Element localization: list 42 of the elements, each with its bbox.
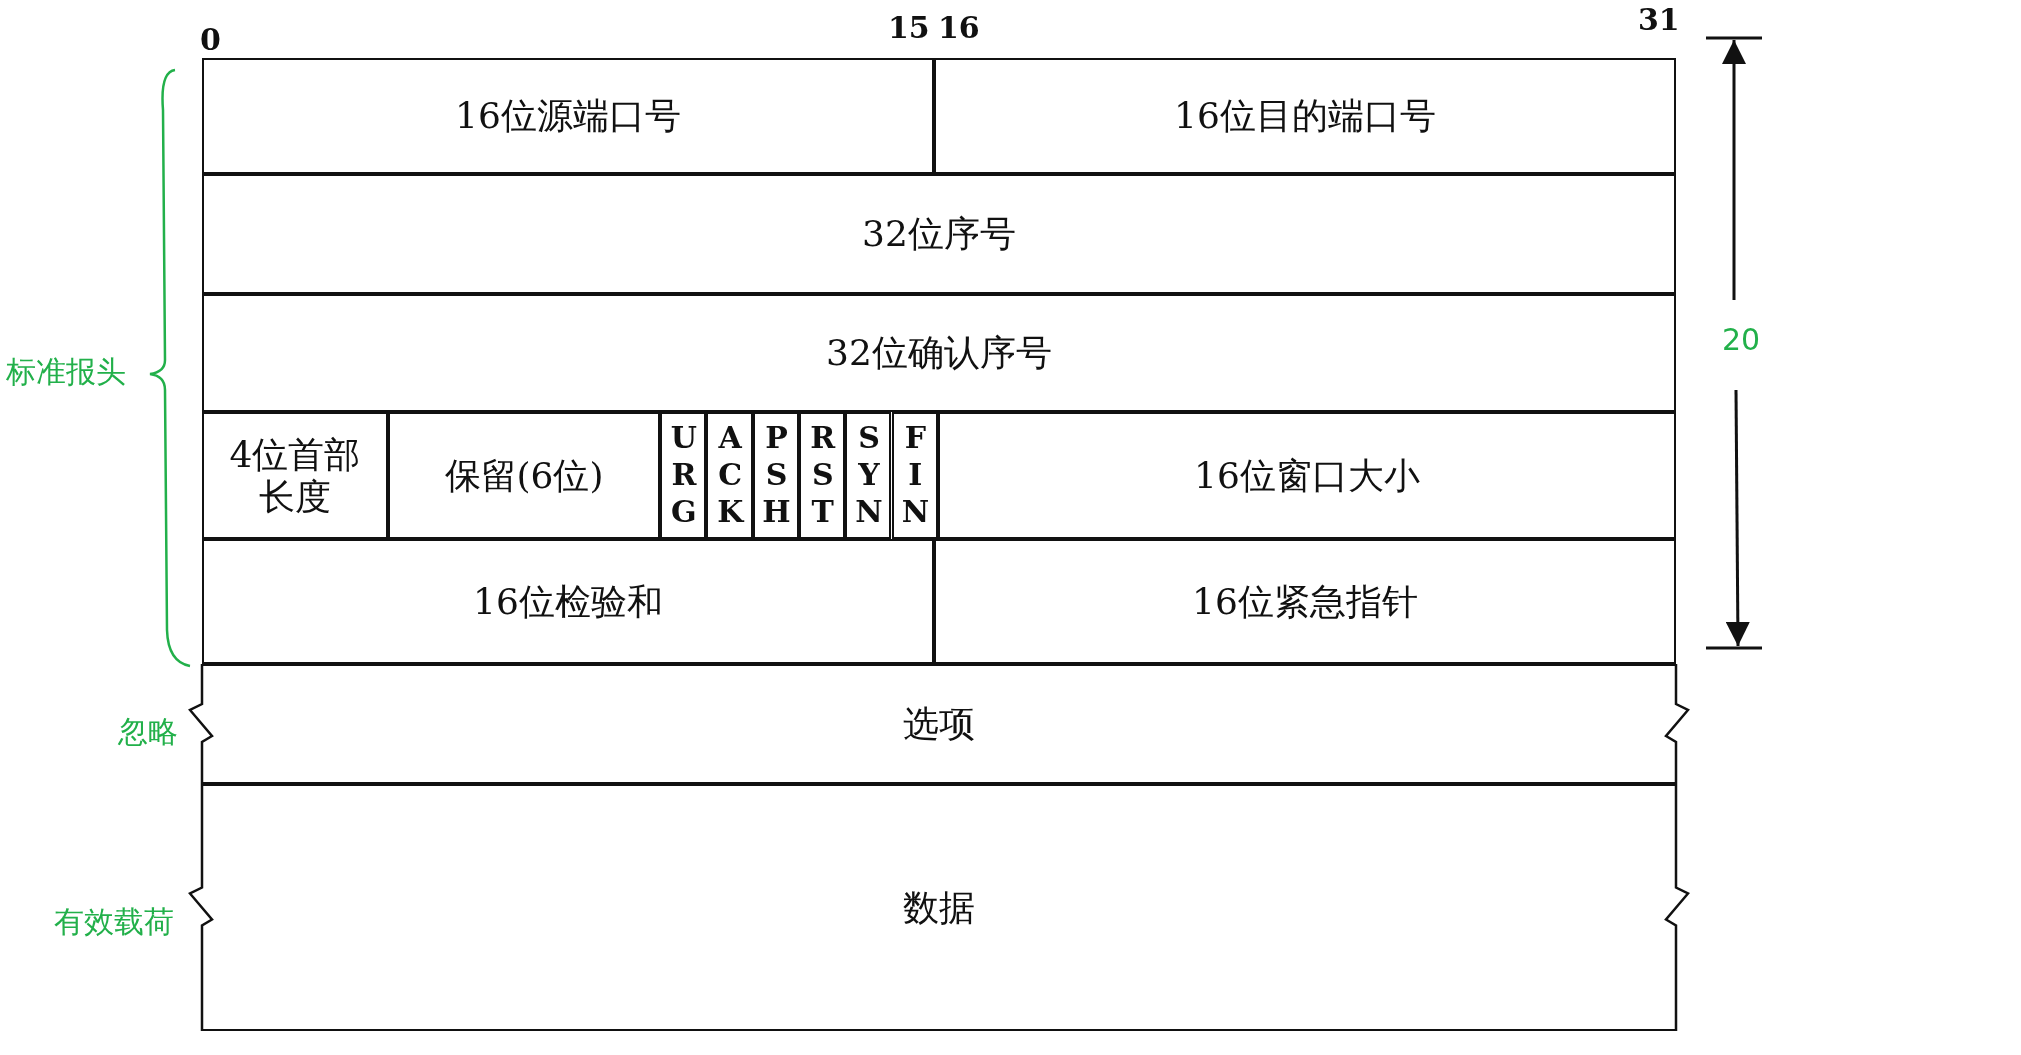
field-label: 保留(6位) bbox=[444, 454, 604, 497]
field-label: 32位确认序号 bbox=[826, 332, 1052, 374]
bit-number: 31 bbox=[1638, 2, 1680, 37]
flag-box bbox=[891, 412, 938, 539]
bit-number: 16 bbox=[938, 10, 980, 45]
flag-box bbox=[798, 412, 846, 539]
bracket-label: 标准报头 bbox=[6, 353, 126, 391]
flag-box bbox=[660, 412, 707, 539]
field-label: PSH bbox=[758, 420, 793, 531]
flag-box bbox=[752, 412, 799, 539]
field-box bbox=[202, 174, 1676, 294]
field-label: 16位源端口号 bbox=[455, 95, 681, 137]
side-label: 有效载荷 bbox=[54, 903, 174, 941]
field-label: 16位检验和 bbox=[473, 580, 663, 623]
field-label: 16位紧急指针 bbox=[1192, 580, 1418, 623]
flag-box bbox=[845, 412, 892, 539]
field-label: 4位首部长度 bbox=[228, 434, 362, 517]
field-box bbox=[934, 539, 1676, 664]
field-label: RST bbox=[804, 420, 840, 531]
bit-number: 0 bbox=[200, 22, 221, 57]
field-box bbox=[938, 412, 1676, 539]
field-label: URG bbox=[665, 420, 701, 531]
dimension-label: 20 bbox=[1722, 322, 1761, 357]
field-label: SYN bbox=[851, 420, 886, 531]
field-label: 16位窗口大小 bbox=[1194, 454, 1420, 497]
flag-box bbox=[706, 412, 753, 539]
field-box bbox=[202, 664, 1676, 784]
field-label: 数据 bbox=[903, 886, 975, 929]
field-label: 32位序号 bbox=[862, 213, 1016, 255]
field-label: FIN bbox=[897, 420, 932, 531]
field-label: 选项 bbox=[903, 703, 975, 745]
side-label: 忽略 bbox=[118, 713, 178, 751]
field-box bbox=[202, 784, 1676, 1031]
field-box bbox=[202, 58, 934, 174]
field-label: ACK bbox=[712, 420, 747, 531]
field-box bbox=[202, 294, 1676, 412]
field-box bbox=[388, 412, 660, 539]
field-box bbox=[934, 58, 1676, 174]
field-box bbox=[202, 539, 934, 664]
field-box bbox=[202, 412, 388, 539]
bit-number: 15 bbox=[888, 10, 930, 45]
field-label: 16位目的端口号 bbox=[1174, 95, 1436, 137]
